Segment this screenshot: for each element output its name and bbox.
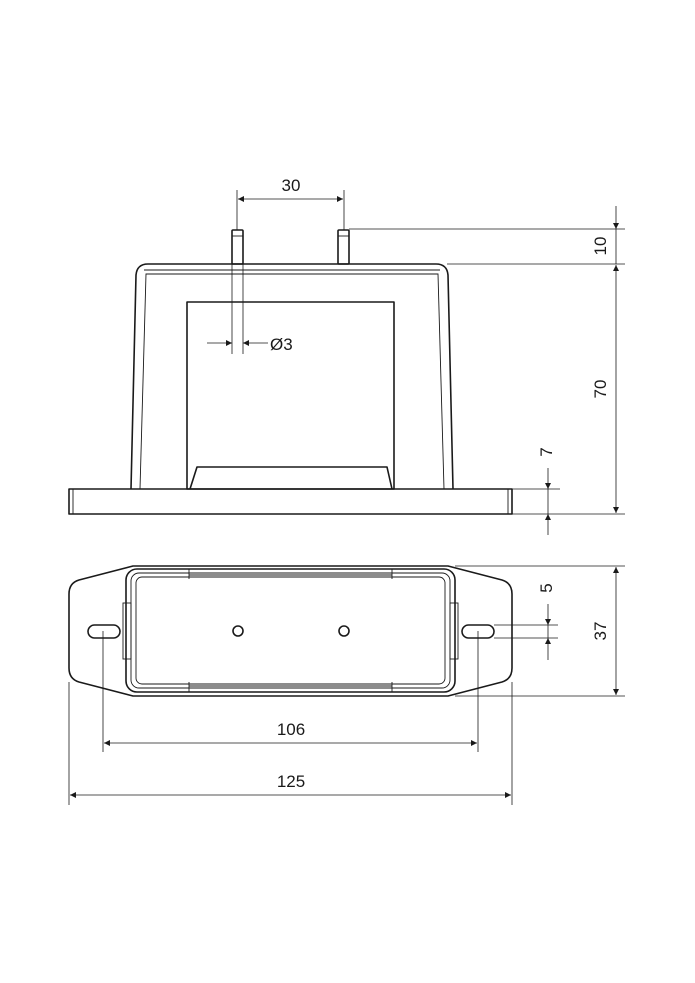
top-housing-outer — [125, 568, 456, 693]
front-housing — [130, 263, 454, 490]
dim-pin-spacing: 30 — [282, 176, 301, 195]
top-pin-right — [338, 625, 350, 637]
dim-flange-thickness: 7 — [537, 447, 556, 456]
front-core-window — [186, 301, 395, 490]
mount-slot-left — [87, 624, 121, 639]
front-core-foot — [189, 466, 393, 490]
dim-slot-width: 5 — [537, 583, 556, 592]
front-dimensions: 30 Ø3 10 70 7 — [207, 176, 625, 535]
top-pin-left — [232, 625, 244, 637]
front-view — [68, 229, 513, 515]
dim-body-height: 70 — [591, 380, 610, 399]
pin-right — [337, 229, 350, 265]
dim-base-width: 37 — [591, 622, 610, 641]
dim-pin-diameter: Ø3 — [270, 335, 293, 354]
top-dimensions: 5 37 106 125 — [68, 565, 625, 805]
pin-left — [231, 229, 244, 265]
front-flange — [68, 488, 513, 515]
dim-pin-height: 10 — [591, 237, 610, 256]
dim-overall-length: 125 — [277, 772, 305, 791]
dim-hole-spacing: 106 — [277, 720, 305, 739]
top-flange-outline — [68, 565, 513, 697]
top-view — [68, 565, 513, 697]
